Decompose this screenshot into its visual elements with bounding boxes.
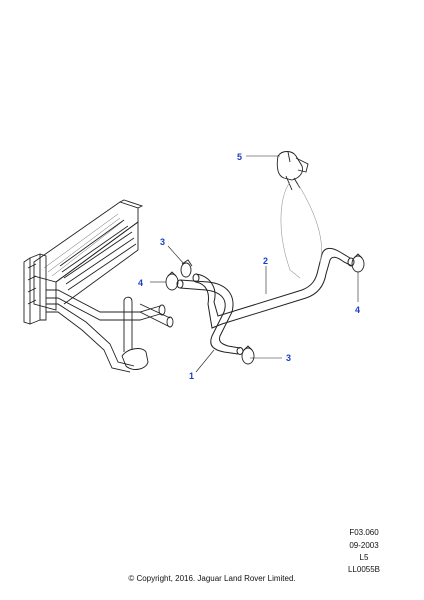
valve-5 bbox=[276, 151, 309, 191]
core-pipes bbox=[46, 289, 174, 373]
callout-3-lower: 3 bbox=[286, 353, 291, 363]
guide-lines bbox=[280, 181, 322, 279]
heater-core bbox=[23, 199, 144, 325]
copyright-notice: © Copyright, 2016. Jaguar Land Rover Lim… bbox=[128, 574, 296, 583]
figure-level: L5 bbox=[359, 553, 369, 562]
figure-code: LL0055B bbox=[347, 565, 381, 574]
figure-number: F03.060 bbox=[349, 528, 379, 537]
leader-lines bbox=[150, 155, 359, 373]
clip-3-upper bbox=[180, 259, 193, 278]
callout-4-left: 4 bbox=[138, 278, 143, 288]
figure-date: 09-2003 bbox=[349, 541, 379, 550]
hose-2 bbox=[192, 247, 355, 329]
callout-1: 1 bbox=[189, 371, 194, 381]
clip-4-left bbox=[165, 271, 179, 291]
clip-3-lower bbox=[241, 345, 255, 365]
callout-2: 2 bbox=[263, 256, 268, 266]
callout-5: 5 bbox=[237, 152, 242, 162]
callout-4-right: 4 bbox=[355, 305, 360, 315]
callout-3-upper: 3 bbox=[160, 237, 165, 247]
